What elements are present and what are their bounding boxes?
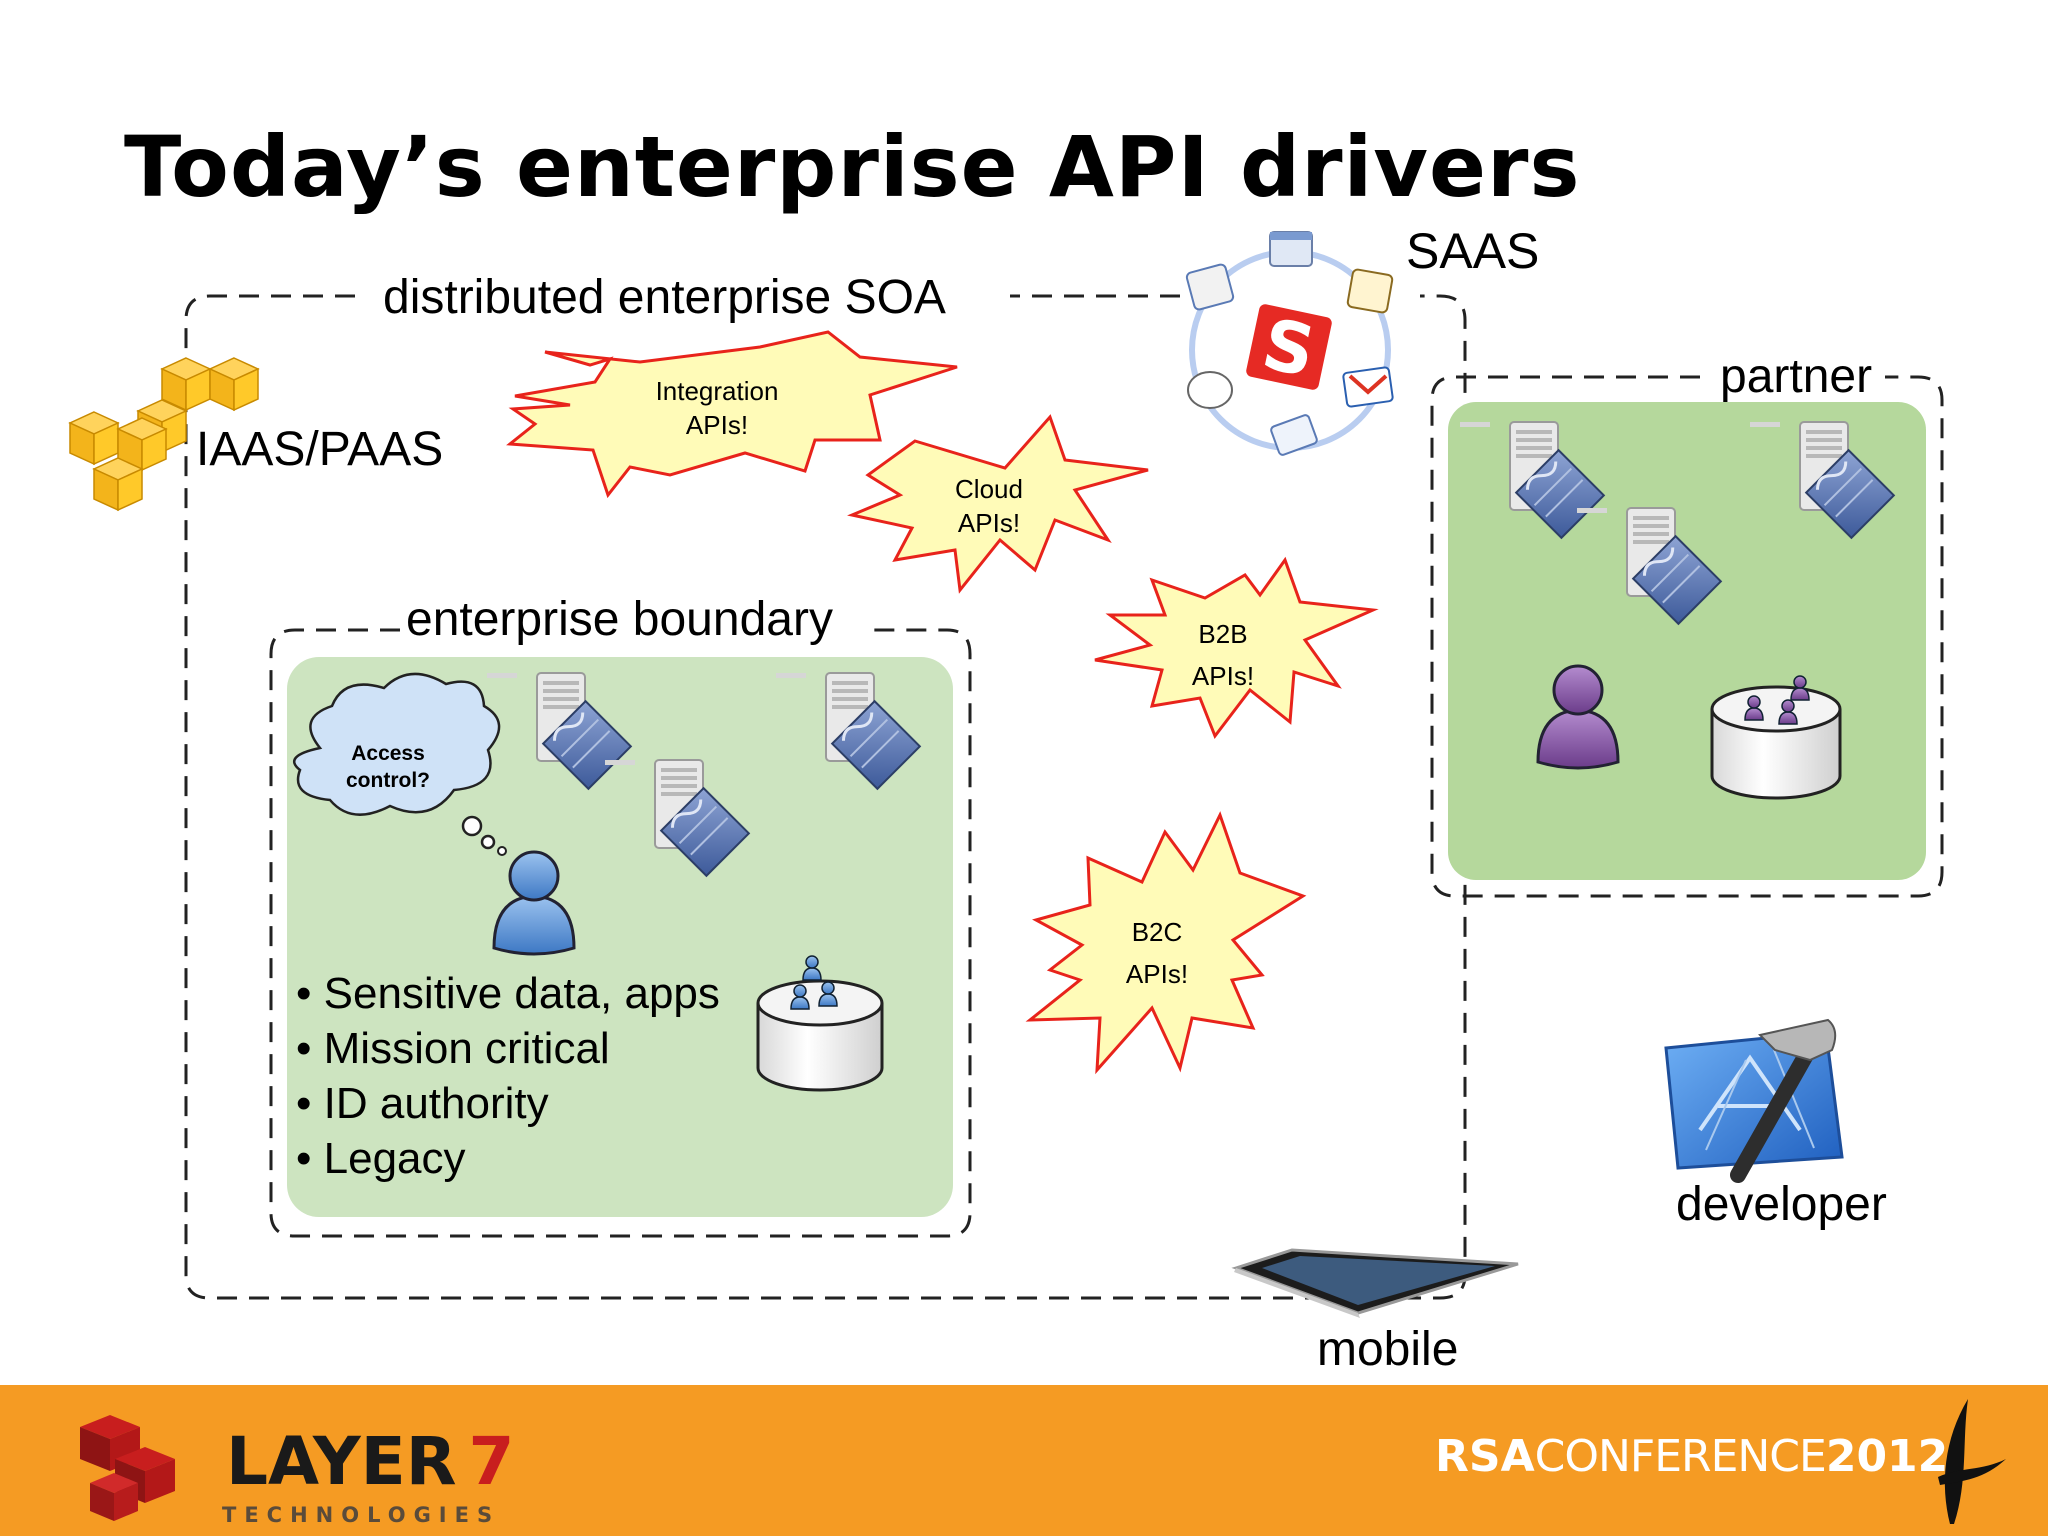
slide-title: Today’s enterprise API drivers bbox=[124, 118, 1581, 216]
burst-line: Integration bbox=[655, 376, 779, 406]
rsa-word: RSA bbox=[1435, 1431, 1535, 1482]
layer7-logo-icon bbox=[80, 1415, 175, 1521]
saas-apps-icon: S bbox=[1185, 231, 1394, 456]
access-control-text: Access control? bbox=[318, 740, 458, 794]
soa-region-label: distributed enterprise SOA bbox=[383, 271, 946, 324]
enterprise-boundary-label: enterprise boundary bbox=[406, 593, 833, 646]
bullet-item: Sensitive data, apps bbox=[296, 966, 720, 1021]
thought-cloud bbox=[293, 672, 507, 856]
bullet-item: Legacy bbox=[296, 1131, 720, 1186]
burst-integration bbox=[506, 330, 958, 499]
conference-word: CONFERENCE bbox=[1534, 1431, 1827, 1482]
soa-region-border bbox=[184, 294, 1467, 1300]
burst-line: APIs! bbox=[1125, 959, 1189, 989]
tablet-icon bbox=[1231, 1248, 1519, 1318]
burst-cloud bbox=[847, 414, 1149, 594]
mobile-label: mobile bbox=[1317, 1323, 1459, 1376]
partner-region-border bbox=[1430, 375, 1944, 898]
burst-line: APIs! bbox=[685, 410, 749, 440]
bullet-item: Mission critical bbox=[296, 1021, 720, 1076]
conference-year: 2012 bbox=[1825, 1431, 1949, 1482]
burst-b2c-text: B2C APIs! bbox=[1097, 911, 1217, 995]
developer-label: developer bbox=[1676, 1178, 1887, 1231]
enterprise-bullet-list: Sensitive data, apps Mission critical ID… bbox=[296, 966, 720, 1186]
burst-integration-text: Integration APIs! bbox=[617, 374, 817, 442]
burst-line: B2C bbox=[1131, 917, 1183, 947]
burst-cloud-text: Cloud APIs! bbox=[919, 472, 1059, 540]
saas-label: SAAS bbox=[1406, 223, 1540, 279]
burst-line: APIs! bbox=[957, 508, 1021, 538]
burst-line: B2B bbox=[1198, 619, 1248, 649]
quill-icon bbox=[1938, 1399, 2006, 1524]
access-control-line: control? bbox=[346, 769, 430, 792]
layer7-number: 7 bbox=[468, 1423, 515, 1500]
burst-b2c bbox=[1025, 811, 1307, 1075]
layer7-word: LAYER bbox=[226, 1423, 457, 1500]
partner-label: partner bbox=[1720, 350, 1873, 403]
partner-database-icon bbox=[1710, 675, 1842, 800]
burst-line: APIs! bbox=[1191, 661, 1255, 691]
enterprise-database-icon bbox=[756, 955, 884, 1092]
access-control-line: Access bbox=[351, 742, 425, 765]
iaas-paas-label: IAAS/PAAS bbox=[196, 423, 444, 476]
layer7-subtext: TECHNOLOGIES bbox=[222, 1503, 501, 1527]
burst-b2b-text: B2B APIs! bbox=[1163, 613, 1283, 697]
developer-tool-icon bbox=[1664, 1018, 1844, 1183]
burst-b2b bbox=[1094, 556, 1379, 740]
bullet-item: ID authority bbox=[296, 1076, 720, 1131]
enterprise-boundary-border bbox=[269, 628, 972, 1238]
rsa-conference-logo: RSACONFERENCE2012 bbox=[1435, 1433, 1948, 1481]
burst-line: Cloud bbox=[955, 474, 1023, 504]
